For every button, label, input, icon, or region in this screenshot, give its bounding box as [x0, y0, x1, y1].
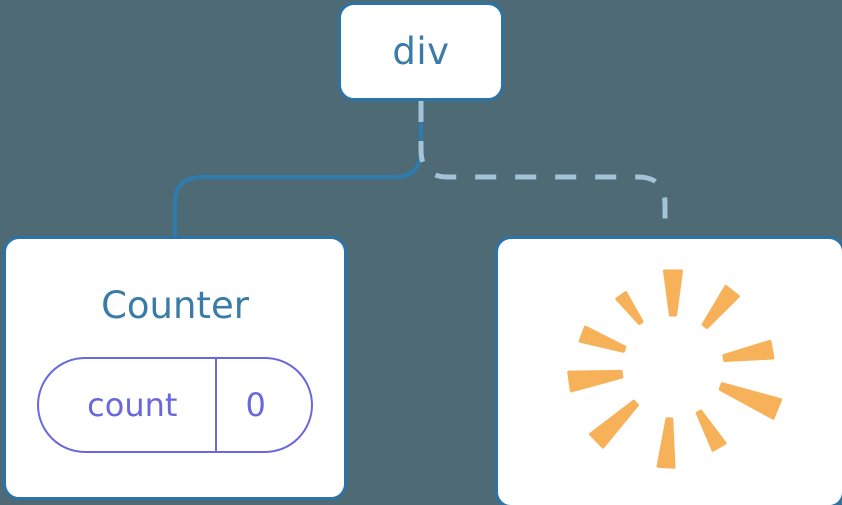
spinner-spoke: [701, 284, 740, 329]
spinner-spoke: [656, 417, 676, 469]
node-counter[interactable]: Counter count 0: [3, 236, 347, 500]
state-value-label: 0: [245, 386, 266, 424]
node-div-label: div: [392, 30, 450, 73]
node-pending[interactable]: [495, 236, 842, 505]
spinner-spoke: [578, 325, 627, 353]
spinner-spoke: [695, 409, 727, 452]
state-pill-count[interactable]: count 0: [37, 357, 313, 453]
spinner-spoke: [589, 399, 639, 449]
spinner-spoke: [718, 382, 783, 420]
spinner-spoke: [722, 339, 775, 362]
spinner-burst-icon: [498, 239, 842, 505]
spinner-spoke: [615, 291, 644, 325]
state-key-label: count: [39, 359, 218, 451]
node-div[interactable]: div: [338, 2, 504, 101]
edge-div-to-counter: [173, 99, 423, 240]
spinner-svg: [567, 269, 783, 469]
spinner-spoke: [567, 369, 624, 393]
edge-div-to-pending: [418, 101, 668, 238]
node-counter-title: Counter: [101, 284, 249, 327]
spinner-spoke: [663, 269, 683, 317]
